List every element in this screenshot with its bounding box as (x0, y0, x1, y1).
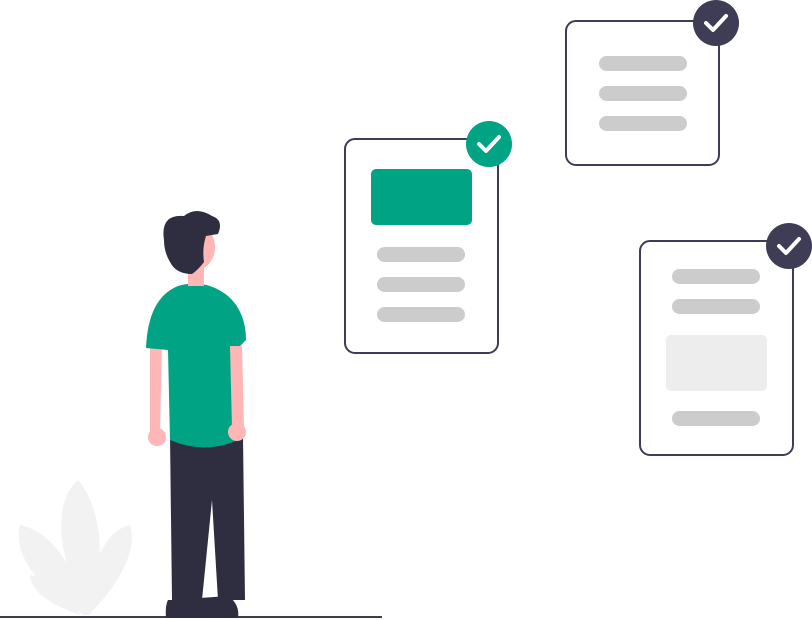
card-bottom-right (639, 223, 812, 456)
person (146, 211, 246, 618)
text-line (672, 269, 760, 284)
right-shoe (200, 596, 239, 618)
plant-icon (18, 480, 132, 615)
text-line (599, 86, 687, 101)
pants (170, 436, 245, 600)
check-badge (466, 121, 512, 167)
text-line (672, 411, 760, 426)
text-line (377, 307, 465, 322)
image-placeholder (666, 335, 767, 391)
back-hand (148, 428, 166, 446)
hair (163, 211, 220, 274)
front-arm (230, 346, 244, 428)
text-line (599, 56, 687, 71)
text-line (377, 247, 465, 262)
image-placeholder (371, 169, 472, 225)
text-line (599, 116, 687, 131)
shirt (146, 283, 246, 448)
text-line (377, 277, 465, 292)
front-hand (228, 423, 246, 441)
check-icon (477, 135, 501, 153)
back-arm (150, 340, 162, 432)
text-line (672, 299, 760, 314)
check-icon (777, 237, 801, 255)
check-icon (704, 14, 728, 32)
check-badge (766, 223, 812, 269)
card-center (344, 121, 512, 354)
card-top-right (565, 0, 739, 166)
check-badge (693, 0, 739, 46)
left-shoe (165, 600, 206, 618)
